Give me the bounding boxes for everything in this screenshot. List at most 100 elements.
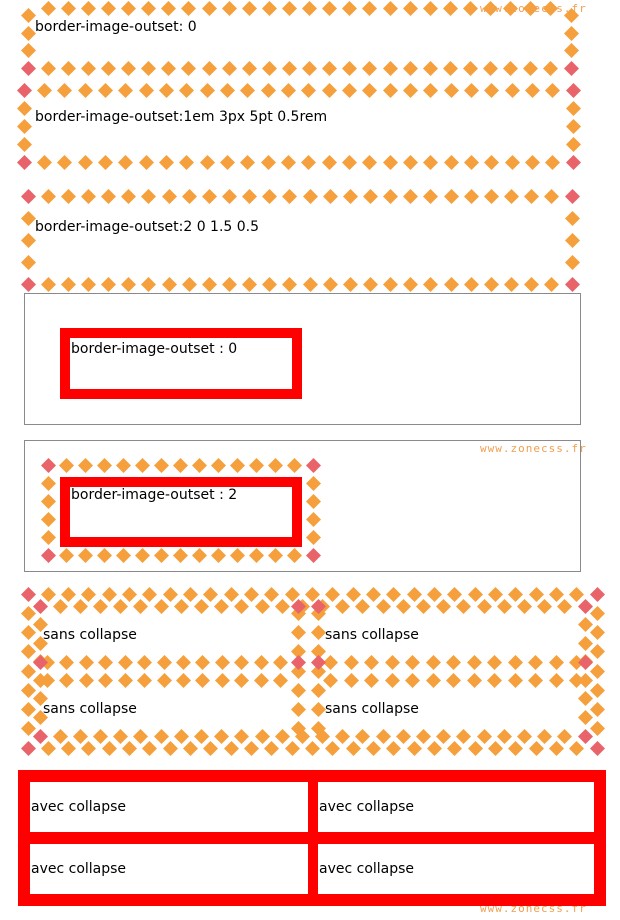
diamond-shape xyxy=(113,598,129,614)
diamond-shape xyxy=(589,702,605,717)
diamond-shape xyxy=(201,0,217,16)
diamond-shape xyxy=(462,0,478,16)
diamond-shape xyxy=(137,672,153,688)
diamond-shape xyxy=(548,654,564,670)
diamond-shape xyxy=(52,598,68,614)
diamond-shape xyxy=(153,728,169,744)
collapse-table xyxy=(18,770,606,906)
diamond-shape xyxy=(557,598,573,614)
diamond-shape xyxy=(406,740,422,756)
diamond-shape xyxy=(57,82,73,98)
diamond-shape xyxy=(72,728,88,744)
diamond-shape xyxy=(483,60,499,76)
diamond-shape xyxy=(341,82,357,98)
diamond-shape xyxy=(342,0,358,16)
diamond-shape xyxy=(203,740,219,756)
diamond-shape xyxy=(261,60,277,76)
diamond-shape xyxy=(589,740,605,756)
diamond-shape xyxy=(446,672,461,688)
diamond-shape xyxy=(504,276,520,292)
diamond-shape xyxy=(384,654,400,670)
diamond-shape xyxy=(325,740,341,756)
diamond-shape xyxy=(569,740,585,756)
diamond-shape xyxy=(589,682,605,698)
example-label-5: border-image-outset : 2 xyxy=(71,487,238,503)
diamond-shape xyxy=(261,0,277,16)
diamond-shape xyxy=(484,82,500,98)
diamond-shape xyxy=(241,0,257,16)
example-4-frame xyxy=(24,293,581,425)
diamond-shape xyxy=(199,82,215,98)
diamond-shape xyxy=(179,154,195,170)
diamond-shape xyxy=(386,586,402,602)
diamond-shape xyxy=(156,672,172,688)
diamond-shape xyxy=(544,276,560,292)
diamond-shape xyxy=(221,0,237,16)
diamond-shape xyxy=(548,740,564,756)
diamond-shape xyxy=(487,586,503,602)
diamond-shape xyxy=(365,586,381,602)
table-cell: avec collapse xyxy=(31,861,127,877)
diamond-shape xyxy=(504,188,520,204)
diamond-shape xyxy=(253,654,269,670)
diamond-shape xyxy=(40,276,56,292)
diamond-shape xyxy=(122,740,138,756)
diamond-shape xyxy=(81,586,97,602)
diamond-shape xyxy=(524,154,540,170)
diamond-shape xyxy=(141,276,157,292)
example-label-2: border-image-outset:1em 3px 5pt 0.5rem xyxy=(35,109,328,125)
watermark: www.zonecss.fr xyxy=(480,442,587,455)
diamond-shape xyxy=(40,740,56,756)
diamond-shape xyxy=(242,276,258,292)
diamond-shape xyxy=(221,188,237,204)
diamond-shape xyxy=(343,654,359,670)
diamond-shape xyxy=(260,154,276,170)
diamond-shape xyxy=(507,672,523,688)
diamond-shape xyxy=(528,740,544,756)
diamond-shape xyxy=(503,60,519,76)
diamond-shape xyxy=(81,740,97,756)
diamond-shape xyxy=(577,635,593,651)
diamond-shape xyxy=(20,254,36,270)
diamond-shape xyxy=(406,586,422,602)
diamond-shape xyxy=(40,60,56,76)
diamond-shape xyxy=(302,60,318,76)
diamond-shape xyxy=(16,100,32,116)
diamond-shape xyxy=(364,654,379,670)
example-label-1: border-image-outset: 0 xyxy=(35,19,197,35)
diamond-shape xyxy=(382,82,398,98)
diamond-shape xyxy=(375,598,391,614)
diamond-shape xyxy=(577,598,593,614)
diamond-shape xyxy=(161,60,177,76)
diamond-shape xyxy=(577,691,593,707)
diamond-shape xyxy=(382,154,398,170)
diamond-shape xyxy=(563,60,579,76)
diamond-shape xyxy=(589,721,605,737)
diamond-shape xyxy=(234,654,250,670)
diamond-shape xyxy=(199,154,215,170)
diamond-shape xyxy=(341,154,357,170)
diamond-shape xyxy=(141,0,157,16)
diamond-shape xyxy=(423,188,439,204)
diamond-shape xyxy=(442,0,458,16)
diamond-shape xyxy=(280,154,296,170)
diamond-shape xyxy=(516,598,532,614)
diamond-shape xyxy=(193,728,209,744)
diamond-shape xyxy=(310,682,326,698)
diamond-shape xyxy=(201,276,217,292)
diamond-shape xyxy=(80,60,96,76)
diamond-shape xyxy=(100,0,116,16)
diamond-shape xyxy=(219,154,235,170)
diamond-shape xyxy=(545,154,561,170)
diamond-shape xyxy=(262,188,278,204)
diamond-shape xyxy=(382,0,398,16)
diamond-shape xyxy=(589,663,605,679)
diamond-shape xyxy=(496,728,512,744)
diamond-shape xyxy=(564,254,580,270)
diamond-shape xyxy=(20,43,36,58)
diamond-shape xyxy=(223,586,239,602)
diamond-shape xyxy=(40,586,56,602)
diamond-shape xyxy=(183,740,199,756)
diamond-shape xyxy=(524,82,540,98)
diamond-shape xyxy=(321,154,337,170)
